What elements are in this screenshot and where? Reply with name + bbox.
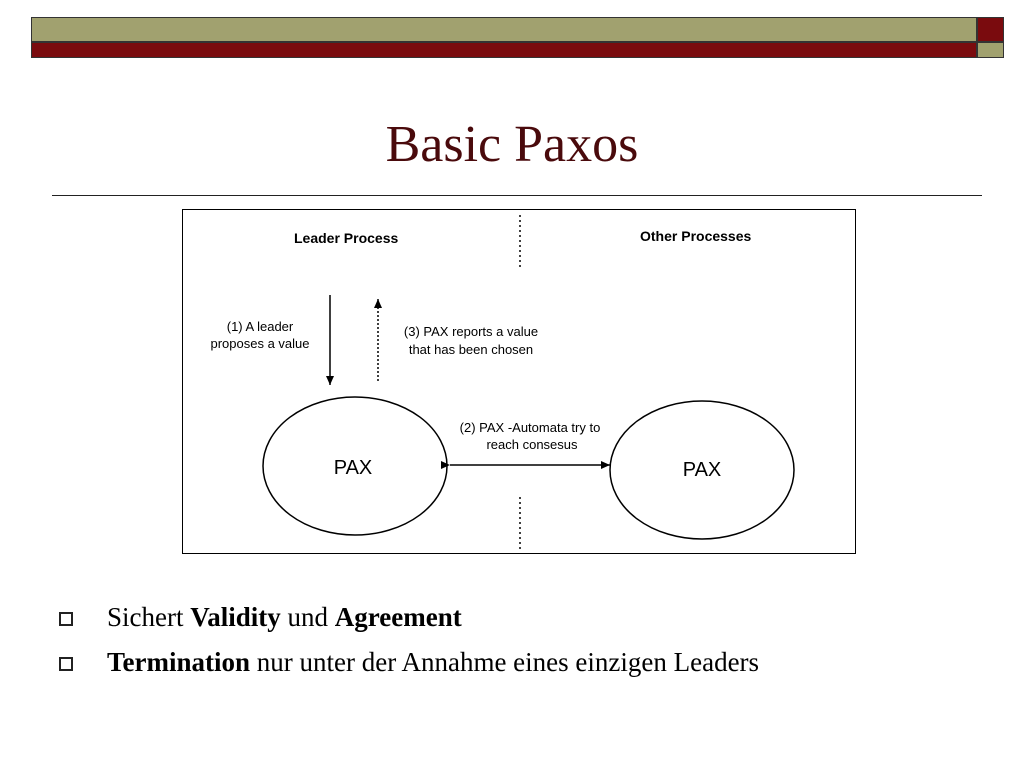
paxos-diagram: Leader Process Other Processes (1) A lea… <box>182 209 856 554</box>
header-square-maroon <box>977 17 1004 42</box>
header-bar-maroon <box>31 42 977 58</box>
bullet-text: Sichert <box>107 602 191 632</box>
bullet-text: und <box>280 602 335 632</box>
bullet-item: Sichert Validity und Agreement <box>56 598 759 643</box>
bullet-bold-termination: Termination <box>107 647 251 677</box>
bullet-bold-agreement: Agreement <box>334 602 462 632</box>
header-square-olive <box>977 42 1004 58</box>
step1-text-line2: proposes a value <box>210 336 309 351</box>
square-bullet-icon <box>59 612 73 626</box>
bullet-text: nur unter der Annahme eines einzigen Lea… <box>250 647 760 677</box>
step1-text-line1: (1) A leader <box>227 319 294 334</box>
step3-text-line2: that has been chosen <box>409 342 533 357</box>
step3-text-line1: (3) PAX reports a value <box>404 324 538 339</box>
pax-right-label: PAX <box>683 459 722 481</box>
bullet-list: Sichert Validity und Agreement Terminati… <box>56 598 759 688</box>
bullet-bold-validity: Validity <box>190 602 281 632</box>
title-divider <box>52 195 982 196</box>
pax-left-label: PAX <box>334 457 373 479</box>
leader-process-label: Leader Process <box>294 230 398 246</box>
step2-text-line1: (2) PAX -Automata try to <box>460 420 601 435</box>
other-processes-label: Other Processes <box>640 228 751 244</box>
square-bullet-icon <box>59 657 73 671</box>
bullet-item: Termination nur unter der Annahme eines … <box>56 643 759 688</box>
pax-right-circle <box>609 400 795 540</box>
header-bar-olive <box>31 17 977 42</box>
step2-text-line2: reach consesus <box>486 437 578 452</box>
slide-title: Basic Paxos <box>385 116 639 173</box>
